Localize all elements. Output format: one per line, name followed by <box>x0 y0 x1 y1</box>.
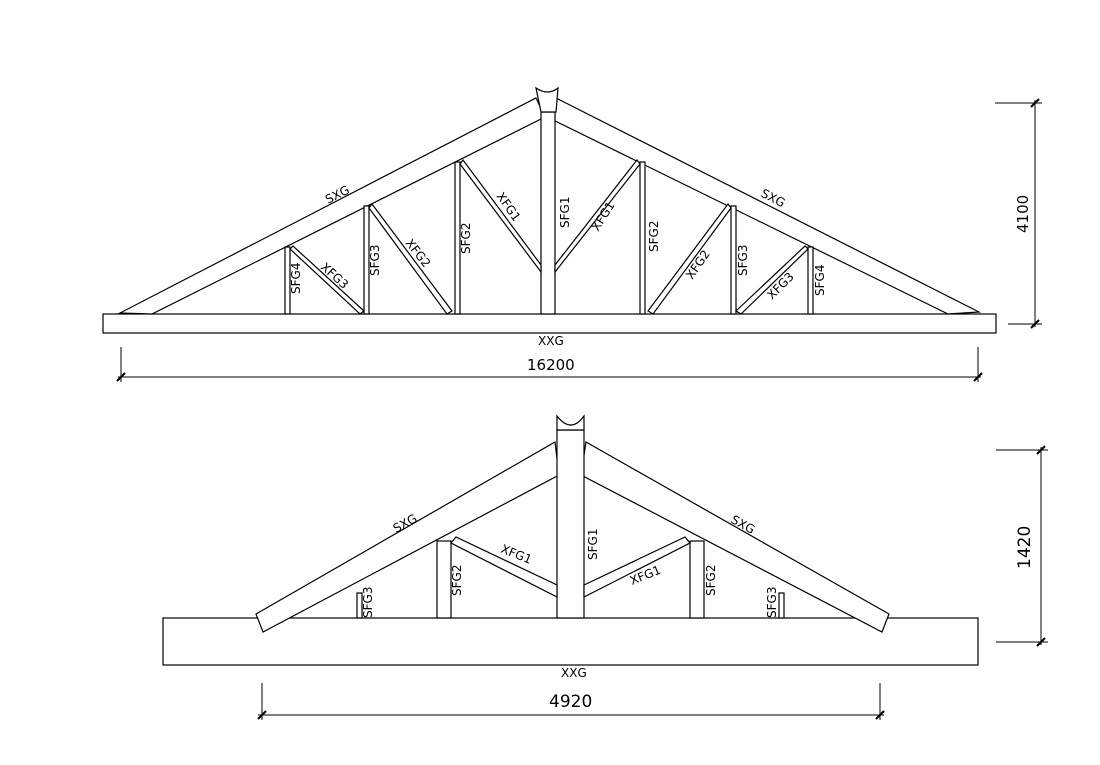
dim-height-value: 1420 <box>1015 526 1035 569</box>
label-member-13: SFG4 <box>813 265 827 296</box>
dim-tick-left <box>257 710 267 720</box>
dim-height-tick-top <box>1036 445 1046 455</box>
dim-height-tick-bottom <box>1030 319 1040 329</box>
member-sfg2-left <box>454 161 461 315</box>
king-post <box>556 429 585 619</box>
member-xfg2-right <box>647 202 732 315</box>
apex-notch <box>556 414 585 431</box>
label-member-2: SFG2 <box>450 565 464 596</box>
dim-height-tick-top <box>1030 98 1040 108</box>
member-sfg4-left <box>284 246 291 315</box>
label-member-7: SFG3 <box>765 587 779 618</box>
member-sfg3-left <box>363 205 370 315</box>
member-xfg1-left <box>459 158 542 274</box>
label-xxg: XXG <box>561 666 587 680</box>
member-xfg1-right <box>583 536 691 598</box>
top-chord-right <box>580 441 890 633</box>
member-sfg4-right <box>807 246 814 315</box>
label-member-6: SFG2 <box>704 565 718 596</box>
member-sfg3-right <box>730 205 737 315</box>
dim-span-value: 16200 <box>527 356 575 374</box>
label-member-7: SFG1 <box>558 197 572 228</box>
member-xfg3-right <box>735 245 809 315</box>
dim-span-value: 4920 <box>549 692 592 712</box>
bottom-chord <box>102 313 997 334</box>
dim-tick-left <box>116 372 126 382</box>
member-xfg1-right <box>554 159 641 274</box>
dim-tick-right <box>973 372 983 382</box>
label-member-1: SFG3 <box>361 587 375 618</box>
truss-large: SXG SXG XXG SFG4 XFG3 SFG3 XFG2 SFG2 XFG… <box>102 86 1042 382</box>
label-member-3: SFG3 <box>368 245 382 276</box>
member-sfg2-right <box>639 161 646 315</box>
member-xfg2-left <box>368 202 453 315</box>
member-xfg3-left <box>289 245 365 315</box>
dim-height-value: 4100 <box>1014 195 1032 233</box>
label-member-1: SFG4 <box>289 263 303 294</box>
member-sfg3-left <box>356 592 363 619</box>
member-sfg2-left <box>436 540 452 619</box>
label-member-9: SFG2 <box>647 221 661 252</box>
member-sfg3-right <box>778 592 785 619</box>
dim-height-tick-bottom <box>1036 637 1046 647</box>
label-member-4: SFG1 <box>586 529 600 560</box>
member-sfg2-right <box>689 540 705 619</box>
label-member-5: SFG2 <box>459 223 473 254</box>
top-chord-left <box>255 441 560 633</box>
label-member-11: SFG3 <box>736 245 750 276</box>
king-post <box>540 111 556 315</box>
label-xxg: XXG <box>538 334 564 348</box>
member-xfg1-left <box>450 536 558 598</box>
apex-notch <box>535 86 559 113</box>
truss-small: SXG SXG XXG SFG3 SFG2 XFG1 SFG1 XFG1 SFG… <box>162 414 1048 720</box>
bottom-chord <box>162 617 979 666</box>
dim-tick-right <box>875 710 885 720</box>
